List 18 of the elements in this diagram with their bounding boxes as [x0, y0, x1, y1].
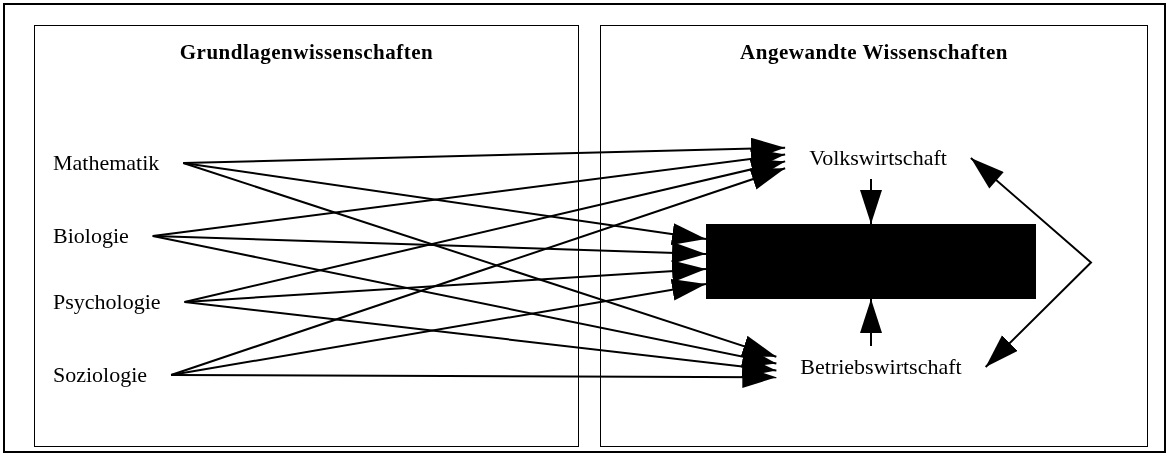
arrow [860, 178, 882, 225]
term-label: Betriebswirtschaft [800, 354, 962, 380]
term-label: Volkswirtschaft [809, 145, 947, 171]
arrow [860, 298, 882, 347]
term-label: Psychologie [53, 289, 161, 315]
term-label: Biologie [53, 223, 129, 249]
term-label: Soziologie [53, 362, 148, 388]
filled-box [706, 224, 1036, 299]
arrow [183, 158, 787, 303]
arrow [170, 366, 778, 389]
arrow [151, 235, 778, 368]
panel [600, 25, 1148, 447]
panel [34, 25, 579, 447]
panel-title: Angewandte Wissenschaften [739, 40, 1009, 65]
arrow [182, 162, 707, 245]
arrow [969, 157, 1093, 368]
panel-title: Grundlagenwissenschaften [178, 40, 435, 65]
term-label: Mathematik [53, 150, 160, 176]
